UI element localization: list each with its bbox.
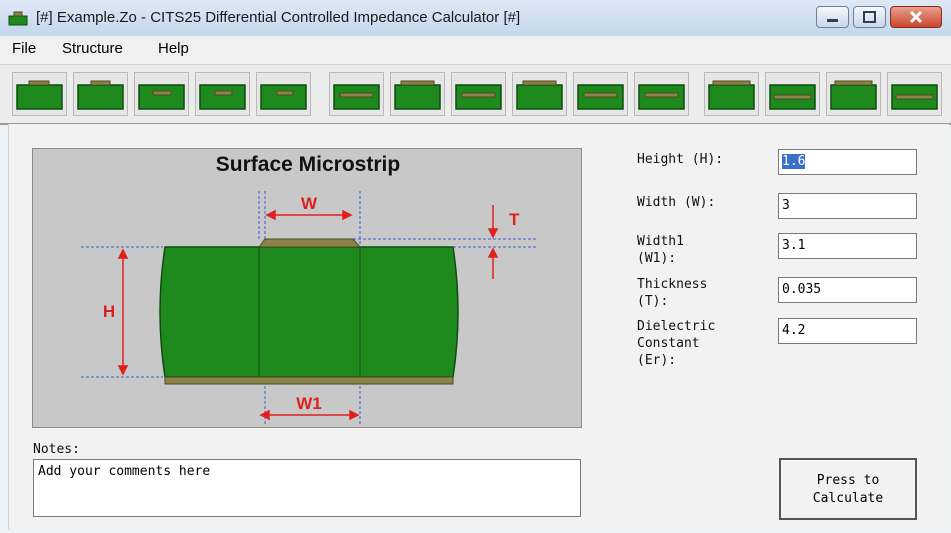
structure-button-3[interactable] xyxy=(134,72,189,116)
structure-button-13[interactable] xyxy=(765,72,820,116)
structure-button-2[interactable] xyxy=(73,72,128,116)
pcb-structure-icon xyxy=(516,80,563,110)
diagram-title: Surface Microstrip xyxy=(215,153,401,176)
menu-structure[interactable]: Structure xyxy=(62,40,123,57)
structure-button-14[interactable] xyxy=(826,72,881,116)
structure-button-9[interactable] xyxy=(512,72,567,116)
t-label: T xyxy=(509,210,520,229)
dielectric-constant-input[interactable]: 4.2 xyxy=(778,318,917,344)
structure-button-12[interactable] xyxy=(704,72,759,116)
pcb-structure-icon xyxy=(77,80,124,110)
width1-input[interactable]: 3.1 xyxy=(778,233,917,259)
w1-label: W1 xyxy=(296,394,322,413)
structure-button-5[interactable] xyxy=(256,72,311,116)
calculate-button[interactable]: Press to Calculate xyxy=(779,458,917,520)
width1-label: Width1 (W1): xyxy=(637,234,684,266)
pcb-structure-icon xyxy=(138,84,185,110)
pcb-structure-icon xyxy=(830,80,877,110)
pcb-structure-icon xyxy=(455,84,502,110)
structure-button-1[interactable] xyxy=(12,72,67,116)
thickness-label: Thickness (T): xyxy=(637,277,708,309)
pcb-structure-icon xyxy=(199,84,246,110)
ground-plane xyxy=(164,376,454,385)
structure-button-11[interactable] xyxy=(634,72,689,116)
pcb-structure-icon xyxy=(708,80,755,110)
w1-dimension xyxy=(259,409,360,421)
notes-label: Notes: xyxy=(33,442,80,457)
thickness-value: 0.035 xyxy=(782,282,822,297)
pcb-structure-icon xyxy=(260,84,307,110)
width-value: 3 xyxy=(782,198,790,213)
t-dimension xyxy=(487,205,499,279)
dielectric-constant-value: 4.2 xyxy=(782,323,806,338)
structure-button-10[interactable] xyxy=(573,72,628,116)
minimize-icon xyxy=(827,19,838,22)
close-button[interactable] xyxy=(890,6,942,28)
title-bar: [#] Example.Zo - CITS25 Differential Con… xyxy=(0,0,951,37)
height-input[interactable]: 1.6 xyxy=(778,149,917,175)
thickness-input[interactable]: 0.035 xyxy=(778,277,917,303)
pcb-structure-icon xyxy=(891,84,938,110)
menu-file[interactable]: File xyxy=(12,40,37,57)
width-input[interactable]: 3 xyxy=(778,193,917,219)
height-value: 1.6 xyxy=(782,154,806,169)
width1-value: 3.1 xyxy=(782,238,806,253)
pcb-structure-icon xyxy=(333,84,380,110)
app-icon xyxy=(8,11,28,26)
structure-button-6[interactable] xyxy=(329,72,384,116)
structure-button-8[interactable] xyxy=(451,72,506,116)
maximize-icon xyxy=(863,11,876,23)
pcb-structure-icon xyxy=(394,80,441,110)
window-title: [#] Example.Zo - CITS25 Differential Con… xyxy=(36,9,521,26)
pcb-structure-icon xyxy=(577,84,624,110)
menu-bar: File Structure Help xyxy=(0,36,951,62)
notes-textarea[interactable]: Add your comments here xyxy=(33,459,581,517)
h-label: H xyxy=(103,302,115,321)
structure-button-4[interactable] xyxy=(195,72,250,116)
close-icon xyxy=(909,10,923,24)
maximize-button[interactable] xyxy=(853,6,886,28)
toolbar xyxy=(0,64,951,125)
h-dimension xyxy=(117,248,129,376)
height-label: Height (H): xyxy=(637,152,724,167)
w-dimension xyxy=(265,209,353,221)
menu-help[interactable]: Help xyxy=(158,40,189,57)
dielectric-substrate xyxy=(159,246,459,378)
pcb-structure-icon xyxy=(769,84,816,110)
structure-button-7[interactable] xyxy=(390,72,445,116)
diagram-drawing: W T H W1 xyxy=(81,191,538,425)
w-label: W xyxy=(301,194,318,213)
minimize-button[interactable] xyxy=(816,6,849,28)
structure-button-15[interactable] xyxy=(887,72,942,116)
pcb-structure-icon xyxy=(638,84,685,110)
trace xyxy=(258,238,362,248)
structure-diagram: Surface Microstrip W xyxy=(32,148,582,428)
dielectric-constant-label: Dielectric Constant (Er): xyxy=(637,319,716,368)
width-label: Width (W): xyxy=(637,195,716,210)
pcb-structure-icon xyxy=(16,80,63,110)
